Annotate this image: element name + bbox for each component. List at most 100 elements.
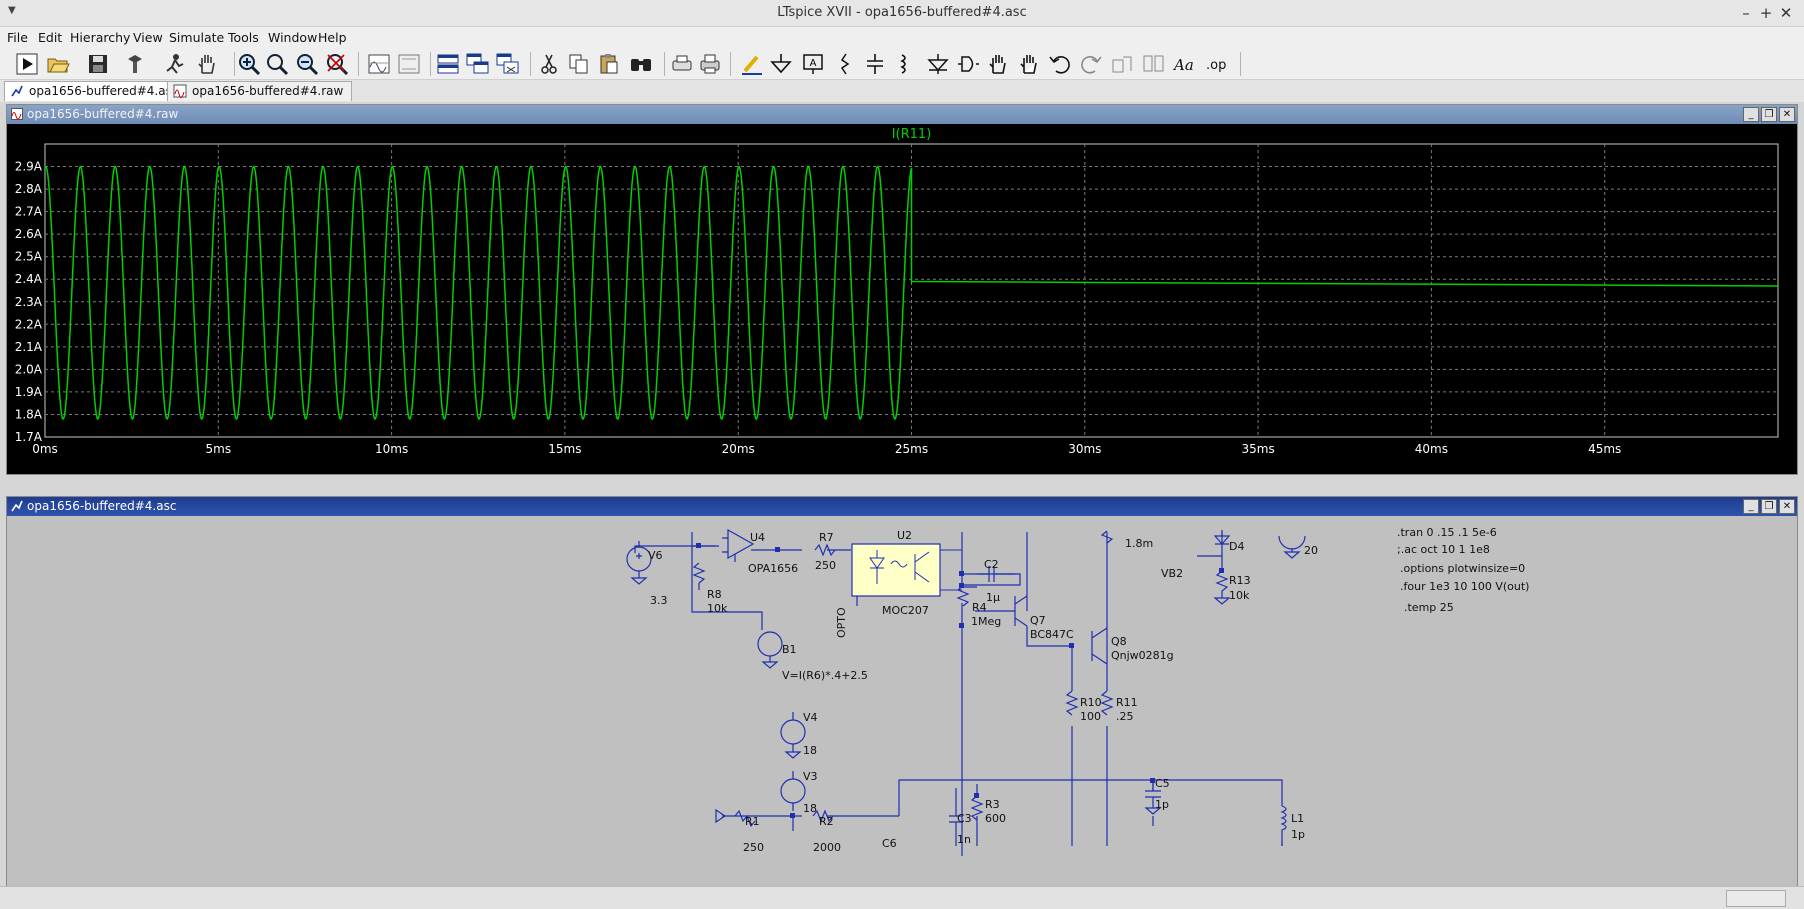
resistor-r7[interactable] <box>814 543 836 557</box>
diode-d4[interactable] <box>1213 530 1231 545</box>
voltage-source-v5[interactable] <box>1278 535 1306 559</box>
close-all-icon[interactable] <box>495 51 521 77</box>
resistor-r4[interactable] <box>956 585 970 607</box>
move-icon[interactable] <box>985 51 1011 77</box>
save-icon[interactable] <box>85 51 111 77</box>
component-icon[interactable] <box>955 51 981 77</box>
copy-icon[interactable] <box>566 51 592 77</box>
menu-tools[interactable]: Tools <box>228 30 259 45</box>
zoom-in-icon[interactable] <box>236 51 262 77</box>
trace-i-r11[interactable] <box>44 165 1779 421</box>
tab-schematic[interactable]: opa1656-buffered#4.asc <box>4 81 188 101</box>
resistor-r11[interactable] <box>1100 690 1114 716</box>
directive-ac[interactable]: ;.ac oct 10 1 1e8 <box>1397 543 1490 556</box>
undo-icon[interactable] <box>1047 51 1073 77</box>
print-icon[interactable] <box>697 51 723 77</box>
close-icon[interactable]: ✕ <box>1779 4 1793 22</box>
menu-hierarchy[interactable]: Hierarchy <box>70 30 131 45</box>
menu-file[interactable]: File <box>7 30 28 45</box>
opamp-u4[interactable] <box>727 528 755 560</box>
schematic-canvas[interactable]: U4 OPA1656 V6 3.3 R8 10k R7 250 U2 MOC20… <box>7 516 1797 896</box>
resistor-r13[interactable] <box>1213 570 1231 605</box>
resistor-r8[interactable] <box>692 562 706 584</box>
behavioral-source-b1[interactable] <box>757 631 783 657</box>
pan-icon[interactable] <box>194 51 220 77</box>
control-panel-icon[interactable] <box>122 51 148 77</box>
cut-icon[interactable] <box>536 51 562 77</box>
resistor-icon[interactable] <box>832 51 858 77</box>
wire[interactable] <box>722 537 736 562</box>
capacitor-c2[interactable] <box>962 566 1021 586</box>
capacitor-icon[interactable] <box>862 51 888 77</box>
drag-icon[interactable] <box>1016 51 1042 77</box>
draw-wire-icon[interactable] <box>739 51 765 77</box>
directive-options[interactable]: .options plotwinsize=0 <box>1400 562 1525 575</box>
zoom-fit-icon[interactable] <box>324 51 350 77</box>
capacitor-c3[interactable] <box>949 788 963 846</box>
paste-icon[interactable] <box>596 51 622 77</box>
menu-help[interactable]: Help <box>318 30 347 45</box>
rotate-icon[interactable] <box>1109 51 1135 77</box>
minimize-icon[interactable]: _ <box>1743 499 1759 514</box>
resistor-r3[interactable] <box>970 795 984 821</box>
restore-icon[interactable]: ❐ <box>1761 499 1777 514</box>
menu-view[interactable]: View <box>133 30 163 45</box>
tile-horizontal-icon[interactable] <box>435 51 461 77</box>
autorange-icon[interactable] <box>366 51 392 77</box>
voltage-source-v3[interactable] <box>780 778 806 804</box>
wire[interactable] <box>1026 626 1073 846</box>
optocoupler-u2[interactable] <box>851 543 962 597</box>
resistor-r2[interactable] <box>812 809 834 823</box>
manual-limits-icon[interactable] <box>396 51 422 77</box>
mirror-icon[interactable] <box>1140 51 1166 77</box>
wire[interactable] <box>691 532 763 630</box>
wire[interactable] <box>634 545 719 553</box>
halt-icon[interactable] <box>162 51 188 77</box>
close-icon[interactable]: ✕ <box>1779 107 1795 122</box>
minimize-icon[interactable]: – <box>1742 4 1750 22</box>
close-icon[interactable]: ✕ <box>1779 499 1795 514</box>
tab-waveform[interactable]: opa1656-buffered#4.raw <box>167 81 353 101</box>
transistor-q7[interactable] <box>1014 595 1028 627</box>
directive-four[interactable]: .four 1e3 10 100 V(out) <box>1400 580 1529 593</box>
maximize-icon[interactable]: + <box>1759 4 1773 22</box>
label-u2: U2 <box>897 529 912 542</box>
label-r4: R4 <box>972 601 987 614</box>
label-net-icon[interactable]: A <box>800 51 826 77</box>
zoom-out-icon[interactable] <box>294 51 320 77</box>
find-icon[interactable] <box>628 51 654 77</box>
text-icon[interactable]: Aa <box>1172 51 1198 77</box>
resistor-r10[interactable] <box>1065 690 1079 716</box>
restore-icon[interactable]: ❐ <box>1761 107 1777 122</box>
window-menu-icon[interactable]: ▼ <box>8 5 16 16</box>
status-bar <box>0 886 1804 909</box>
trace-label[interactable]: I(R11) <box>892 127 932 142</box>
directive-tran[interactable]: .tran 0 .15 .1 5e-6 <box>1397 526 1497 539</box>
spice-directive-icon[interactable]: .op <box>1203 51 1229 77</box>
transistor-q8[interactable] <box>1091 627 1108 665</box>
redo-icon[interactable] <box>1078 51 1104 77</box>
resistor-r1[interactable] <box>734 809 756 828</box>
inductor-l1[interactable] <box>1280 805 1287 846</box>
menu-simulate[interactable]: Simulate <box>169 30 225 45</box>
schematic-drawing[interactable]: U4 OPA1656 V6 3.3 R8 10k R7 250 U2 MOC20… <box>7 516 1797 896</box>
inductor-icon[interactable] <box>892 51 918 77</box>
ground-icon[interactable] <box>768 51 794 77</box>
menu-window[interactable]: Window <box>268 30 318 45</box>
run-icon[interactable] <box>14 51 40 77</box>
capacitor-c5[interactable] <box>1144 781 1162 815</box>
zoom-back-icon[interactable] <box>264 51 290 77</box>
minimize-icon[interactable]: _ <box>1743 107 1759 122</box>
diode-icon[interactable] <box>925 51 951 77</box>
resistor-r9[interactable] <box>1100 530 1114 544</box>
voltage-source-v4[interactable] <box>780 719 806 745</box>
print-preview-icon[interactable] <box>669 51 695 77</box>
open-icon[interactable] <box>45 51 71 77</box>
cascade-icon[interactable] <box>465 51 491 77</box>
wire[interactable] <box>1197 532 1223 571</box>
directive-temp[interactable]: .temp 25 <box>1404 601 1454 614</box>
menu-edit[interactable]: Edit <box>38 30 63 45</box>
toolbar: A Aa .op <box>0 48 1804 80</box>
